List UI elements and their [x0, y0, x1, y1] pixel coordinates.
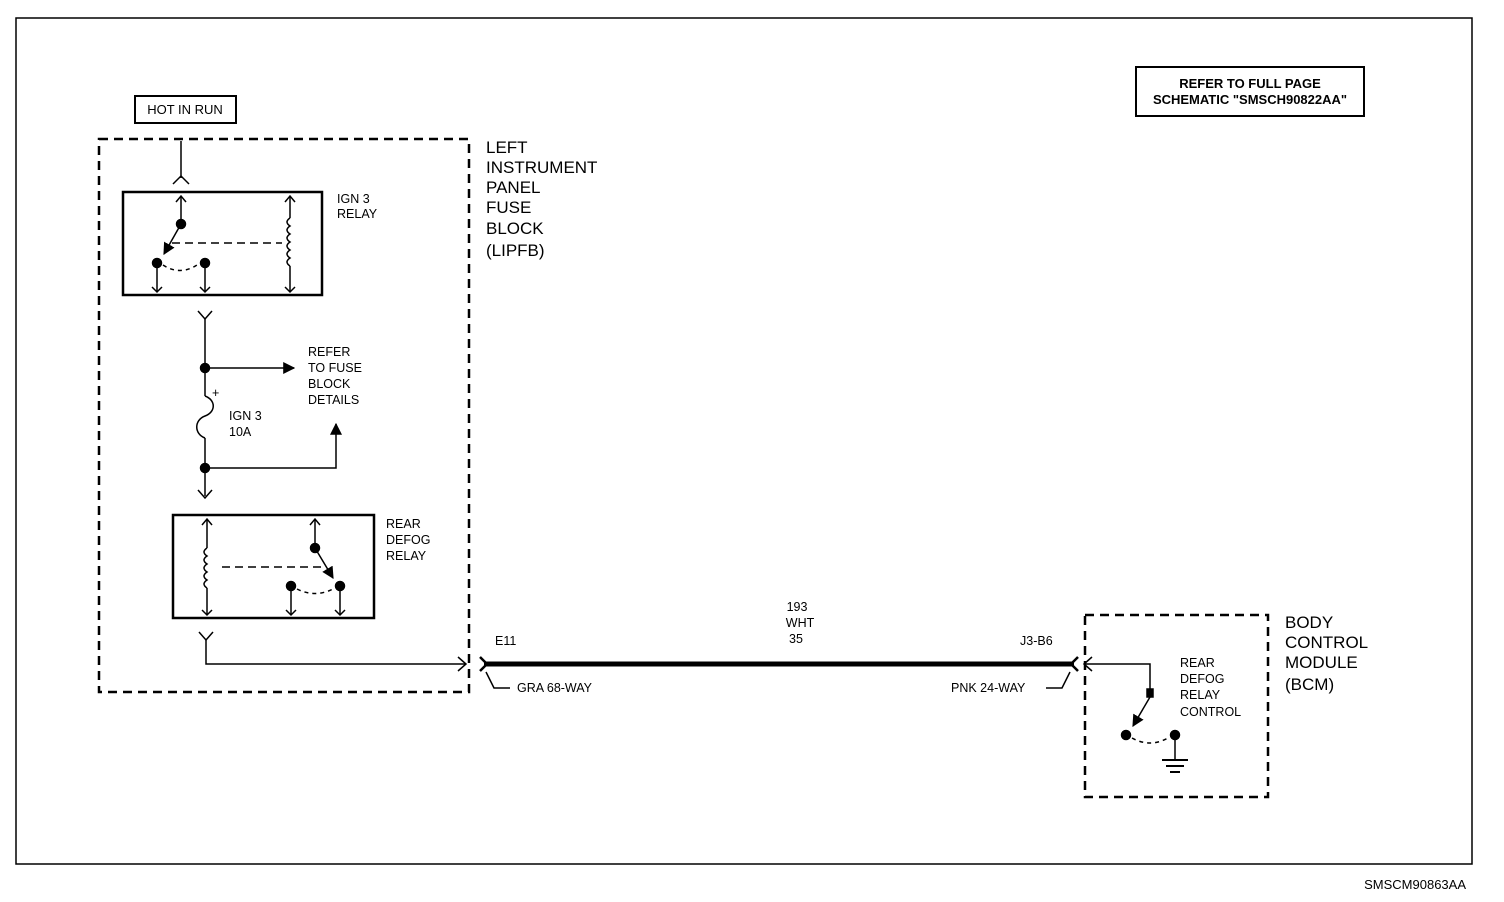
lipfb-title-line: BLOCK [486, 219, 544, 238]
refer-schematic-box: REFER TO FULL PAGE SCHEMATIC "SMSCH90822… [1135, 66, 1365, 117]
refer-fuse-label: REFER [308, 345, 350, 359]
refer-box-line-1: REFER TO FULL PAGE [1179, 76, 1321, 91]
relay-output-wire [198, 631, 468, 672]
lipfb-title-line: LEFT [486, 138, 528, 157]
lipfb-title-line: (LIPFB) [486, 241, 545, 260]
lipfb-title-line: FUSE [486, 198, 531, 217]
refer-fuse-label: TO FUSE [308, 361, 362, 375]
ign3-relay-label: RELAY [337, 207, 378, 221]
rear-defog-relay-label: RELAY [386, 549, 427, 563]
bcm-title-line: BODY [1285, 613, 1333, 632]
bcm-switch-label: REAR [1180, 656, 1215, 670]
hot-in-run-box: HOT IN RUN [134, 95, 237, 124]
bcm-switch-label: RELAY [1180, 688, 1221, 702]
fuse-tick: + [212, 386, 219, 400]
refer-fuse-label: BLOCK [308, 377, 351, 391]
bcm-title-line: CONTROL [1285, 633, 1368, 652]
left-pin-label: E11 [495, 634, 516, 648]
outer-frame [15, 17, 1473, 865]
ign3-relay-label: IGN 3 [337, 192, 370, 206]
fuse-label: IGN 3 [229, 409, 262, 423]
rear-defog-relay-label: DEFOG [386, 533, 430, 547]
bcm-switch-label: CONTROL [1180, 705, 1241, 719]
wire-size: 35 [789, 632, 803, 646]
bcm-boundary [1083, 613, 1270, 799]
bcm-title-line: MODULE [1285, 653, 1358, 672]
lipfb-title-line: INSTRUMENT [486, 158, 597, 177]
fuse-label: 10A [229, 425, 252, 439]
bcm-switch-label: DEFOG [1180, 672, 1224, 686]
wire-color: WHT [786, 616, 815, 630]
ign3-relay [121, 190, 324, 297]
fuse-circuit [196, 310, 342, 500]
rear-defog-relay-label: REAR [386, 517, 421, 531]
harness-wire-193 [479, 656, 1079, 689]
bcm-defog-control-switch [1082, 656, 1188, 773]
bcm-title-line: (BCM) [1285, 675, 1334, 694]
figure-id: SMSCM90863AA [1364, 877, 1466, 892]
lipfb-title-line: PANEL [486, 178, 541, 197]
rear-defog-relay [171, 513, 376, 620]
top-connector [172, 141, 190, 185]
left-connector-label: GRA 68-WAY [517, 681, 593, 695]
right-connector-label: PNK 24-WAY [951, 681, 1026, 695]
refer-fuse-label: DETAILS [308, 393, 359, 407]
hot-in-run-label: HOT IN RUN [147, 102, 223, 117]
refer-box-line-2: SCHEMATIC "SMSCH90822AA" [1153, 92, 1347, 107]
lipfb-title: LEFT INSTRUMENT PANEL FUSE BLOCK (LIPFB) [486, 138, 597, 260]
lipfb-boundary [97, 137, 471, 694]
wire-circuit-number: 193 [787, 600, 808, 614]
right-pin-label: J3-B6 [1020, 634, 1053, 648]
